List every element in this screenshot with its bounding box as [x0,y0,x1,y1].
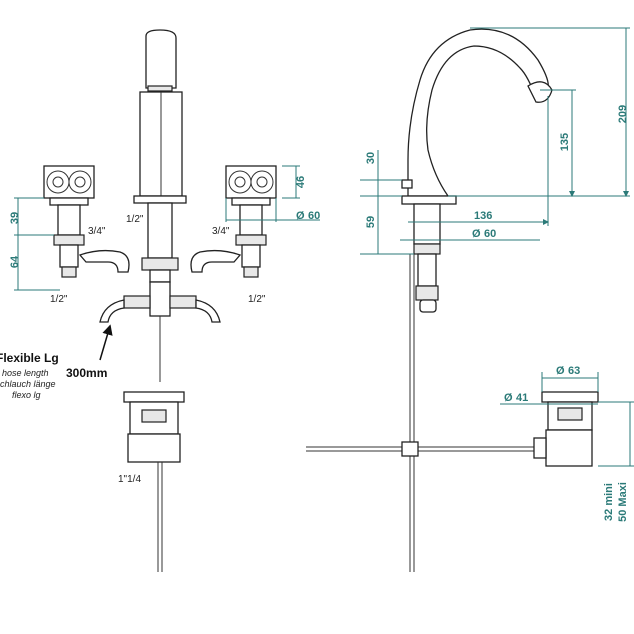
diameter-symbol-41: Ø [504,392,513,404]
hose-arrow [99,324,113,361]
dim-41: 41 [516,392,528,404]
drain-side [533,391,599,467]
dim-209: 209 [617,105,629,123]
diameter-symbol-right: Ø [472,228,481,240]
right-handle [190,165,277,278]
hose-length: 300mm [66,366,107,380]
drain-front [123,391,185,572]
flexible-en: hose length [2,368,49,378]
thread-12-left: 1/2" [50,294,68,305]
dim-135: 135 [559,133,571,151]
dim-39: 39 [9,212,21,224]
left-view: 39 64 46 Ø 60 3/4" 3/4" 1/2" 1/2" 1/2" F… [0,29,320,572]
flexible-title: Flexible Lg [0,351,59,365]
dim-63: 63 [568,365,580,377]
right-dimensions [360,27,634,467]
thread-34-right: 3/4" [212,226,230,237]
flexible-de: Schlauch länge [0,379,56,389]
thread-34-left: 3/4" [88,226,106,237]
dim-32-mini: 32 mini [603,483,615,521]
dim-46: 46 [295,176,307,188]
dim-64: 64 [9,255,21,268]
left-dimensions [14,165,320,291]
dim-60-left: 60 [308,210,320,222]
spout-side [306,28,553,572]
dim-30: 30 [365,152,377,164]
right-view: 209 135 30 59 136 Ø 60 Ø 63 Ø 41 32 mini… [306,27,634,572]
spout-front [133,29,187,283]
thread-12-center: 1/2" [126,214,144,225]
diameter-symbol-left: Ø [296,210,305,222]
dim-60-right: 60 [484,228,496,240]
flexible-es: flexo lg [12,390,41,400]
drain-thread: 1"1/4 [118,474,141,485]
diameter-symbol-63: Ø [556,365,565,377]
dim-136: 136 [474,210,492,222]
mixing-tee [99,281,221,382]
left-handle [43,165,130,278]
dim-59: 59 [365,216,377,228]
dim-50-maxi: 50 Maxi [617,482,629,522]
thread-12-right: 1/2" [248,294,266,305]
